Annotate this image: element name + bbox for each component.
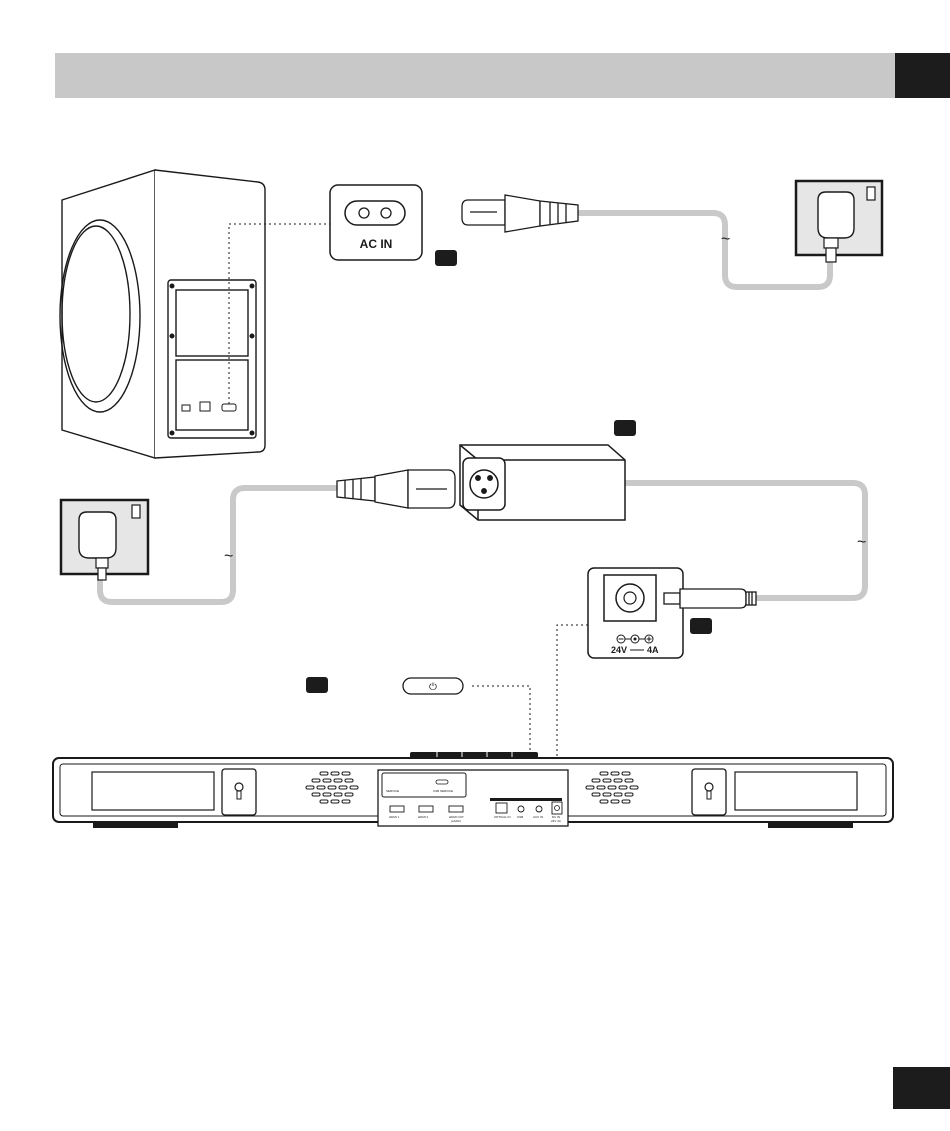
- dc-in-detail: 24V 4A: [588, 568, 683, 658]
- figure8-plug: [462, 195, 578, 232]
- figure8-plug: [337, 470, 455, 508]
- leader-power-button: [472, 686, 530, 758]
- wall-socket-top: [796, 181, 882, 262]
- current-label: 4A: [647, 645, 659, 655]
- soundbar: SERVICE USB SERVICE HDMI 1 HDMI 2 HDMI O…: [53, 752, 893, 828]
- ac-in-detail: AC IN: [330, 185, 422, 260]
- subwoofer-power-cable: [578, 213, 830, 287]
- step-badge: [306, 677, 328, 693]
- port-label: HDMI 2: [418, 815, 428, 819]
- step-badge: [435, 250, 457, 266]
- subwoofer: [60, 170, 265, 458]
- step-badge: [614, 420, 636, 436]
- port-label: HDMI 1: [389, 815, 399, 819]
- port-label: (eARC): [451, 819, 461, 823]
- voltage-label: 24V: [611, 645, 627, 655]
- power-icon: ⏻: [429, 682, 437, 693]
- power-button[interactable]: ⏻: [403, 678, 463, 694]
- port-label: SERVICE: [386, 789, 399, 793]
- port-label: USB: [517, 815, 523, 819]
- tilde-label: ~: [721, 231, 730, 248]
- port-label: USB SERVICE: [433, 789, 453, 793]
- port-label: AUX IN: [533, 815, 543, 819]
- tilde-label: ~: [224, 548, 233, 565]
- step-badge: [690, 618, 712, 634]
- power-adapter: [460, 445, 625, 520]
- ac-in-label: AC IN: [360, 237, 393, 251]
- port-label: 24V 4A: [551, 819, 561, 823]
- tilde-label: ~: [857, 534, 866, 551]
- wall-socket-left: [61, 500, 148, 580]
- port-label: OPTICAL IN: [494, 815, 511, 819]
